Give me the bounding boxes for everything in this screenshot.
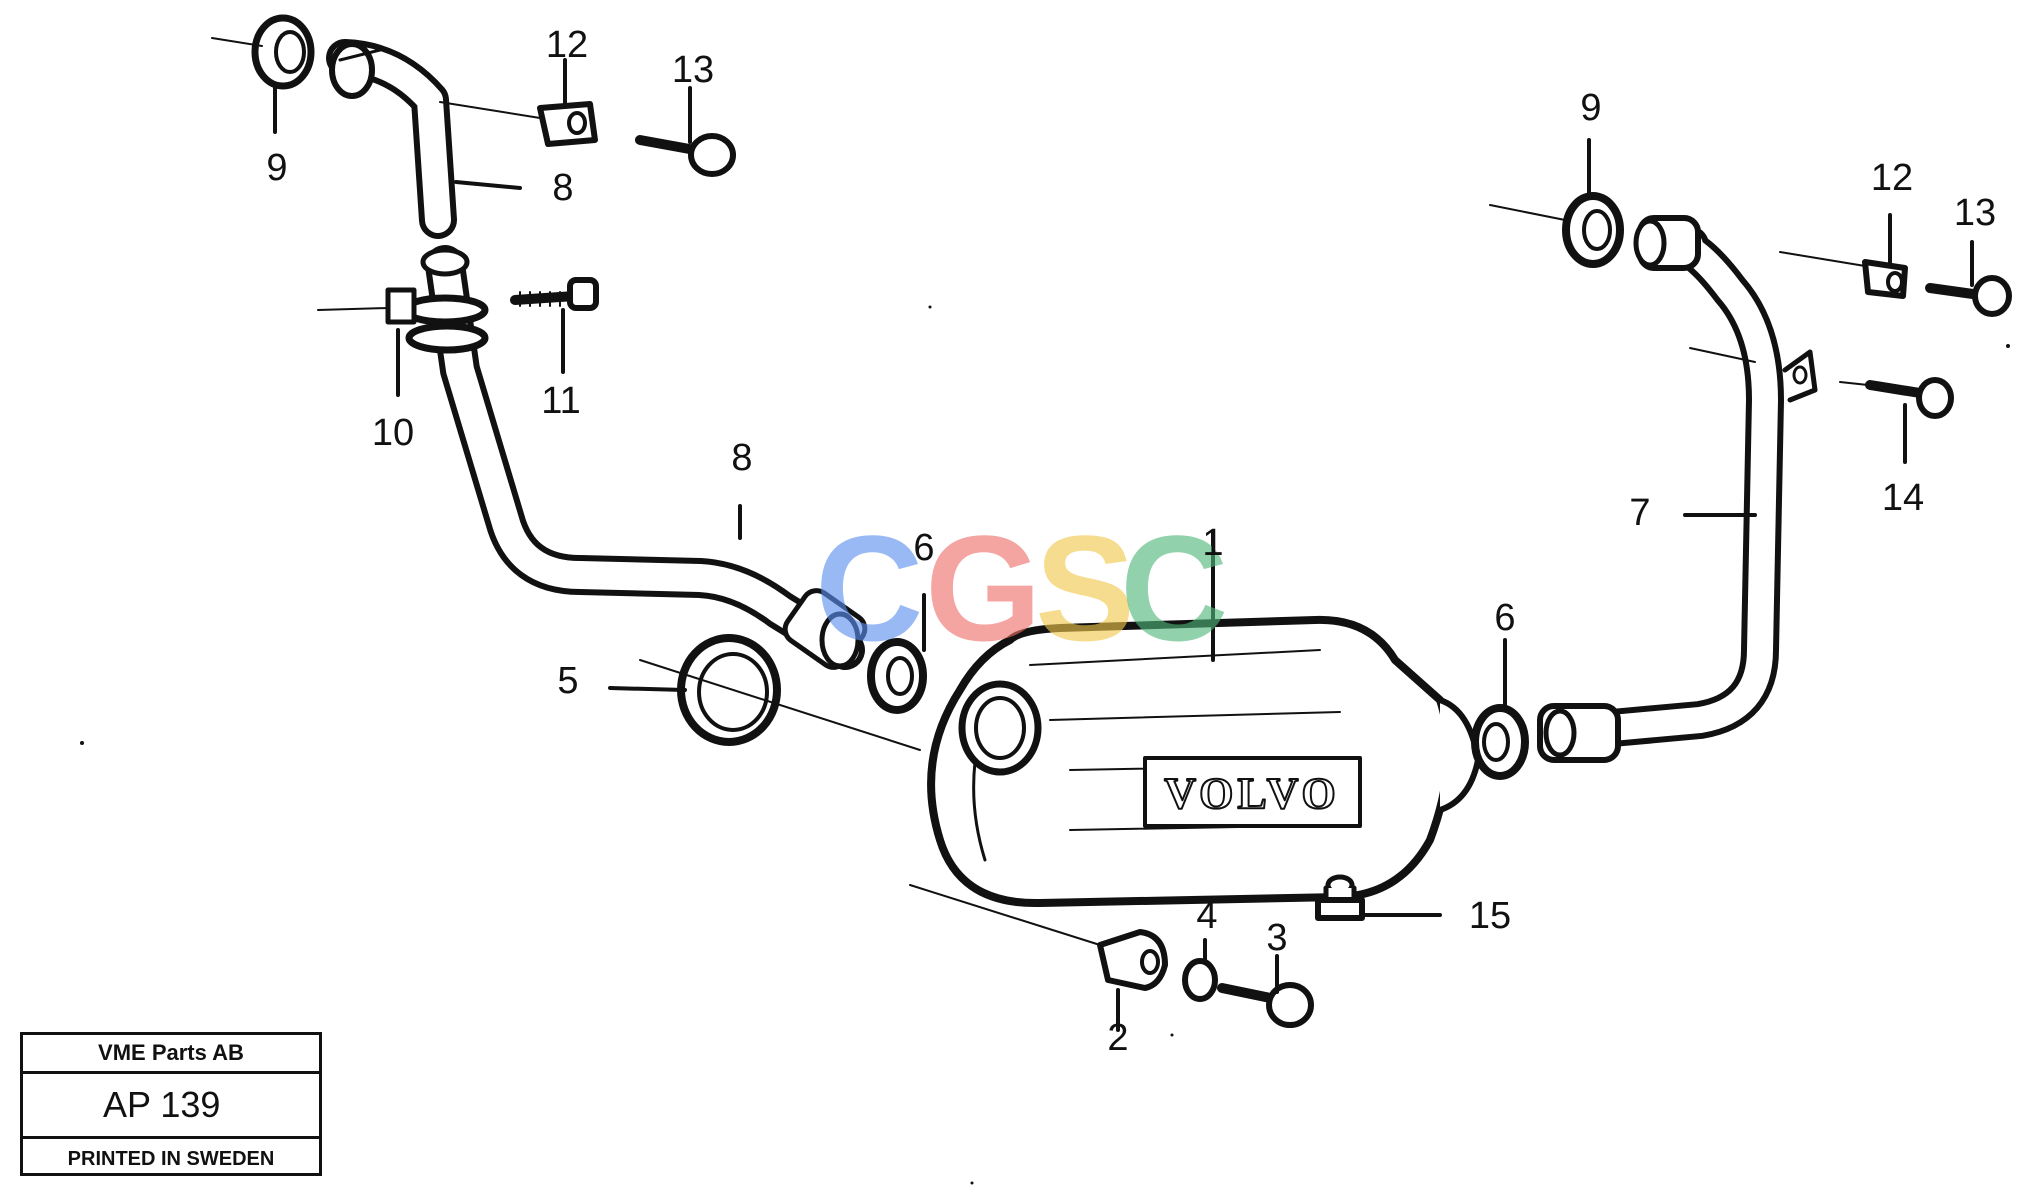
callout-1: 1 bbox=[1202, 522, 1223, 564]
screw-13-left bbox=[635, 86, 736, 177]
callout-9-right: 9 bbox=[1580, 87, 1601, 129]
callout-11: 11 bbox=[541, 380, 580, 422]
watermark: C G S C bbox=[815, 504, 1228, 672]
o-ring-5 bbox=[608, 634, 921, 751]
drawing-code: AP 139 bbox=[23, 1074, 319, 1139]
callout-14: 14 bbox=[1882, 477, 1924, 519]
drain-plug-15 bbox=[1315, 874, 1442, 921]
callout-6-right: 6 bbox=[1494, 597, 1515, 639]
screw-13-right bbox=[1925, 240, 2012, 317]
callout-8-upper: 8 bbox=[552, 167, 573, 209]
callouts: 1 2 3 4 5 6 6 7 8 8 9 9 10 11 12 12 13 1… bbox=[266, 24, 1996, 1059]
callout-6-left: 6 bbox=[913, 527, 934, 569]
washer-9-left bbox=[211, 14, 315, 134]
washer-9-right bbox=[1489, 138, 1624, 268]
oil-cooler-1: VOLVO bbox=[927, 530, 1481, 908]
callout-15: 15 bbox=[1469, 895, 1511, 937]
callout-13-right: 13 bbox=[1954, 192, 1996, 234]
pipe-8-lower bbox=[420, 245, 868, 670]
washer-4 bbox=[1182, 938, 1218, 1002]
watermark-letter-4: C bbox=[1120, 504, 1228, 672]
screw-11 bbox=[510, 277, 599, 374]
callout-4: 4 bbox=[1196, 895, 1217, 937]
callout-5: 5 bbox=[557, 660, 578, 702]
screw-14 bbox=[1839, 377, 1954, 464]
volvo-logo: VOLVO bbox=[1164, 769, 1340, 818]
screw-3 bbox=[1217, 954, 1314, 1028]
scan-specks bbox=[80, 305, 2010, 1185]
bracket-12-left bbox=[439, 58, 598, 147]
printed-note: PRINTED IN SWEDEN bbox=[67, 1147, 275, 1170]
watermark-letter-1: C bbox=[815, 504, 923, 672]
callout-2: 2 bbox=[1107, 1017, 1128, 1059]
title-block: VME Parts AB AP 139 PRINTED IN SWEDEN bbox=[20, 1032, 322, 1176]
pipe-8-upper bbox=[326, 39, 522, 239]
callout-10: 10 bbox=[372, 412, 414, 454]
watermark-letter-3: S bbox=[1035, 504, 1135, 672]
bracket-12-right bbox=[1779, 213, 1908, 299]
callout-12-left: 12 bbox=[546, 24, 588, 66]
company-name: VME Parts AB bbox=[23, 1035, 319, 1074]
mounting-bracket-2 bbox=[909, 884, 1168, 1032]
callout-8-lower: 8 bbox=[731, 437, 752, 479]
watermark-letter-2: G bbox=[925, 504, 1042, 672]
callout-12-right: 12 bbox=[1871, 157, 1913, 199]
callout-13-left: 13 bbox=[672, 49, 714, 91]
clamp-10 bbox=[317, 287, 489, 397]
callout-9-left: 9 bbox=[266, 147, 287, 189]
callout-7: 7 bbox=[1629, 492, 1650, 534]
callout-3: 3 bbox=[1266, 917, 1287, 959]
pipe-7 bbox=[1537, 215, 1818, 763]
washer-6-right bbox=[1471, 638, 1529, 780]
washer-6-left bbox=[867, 593, 927, 714]
